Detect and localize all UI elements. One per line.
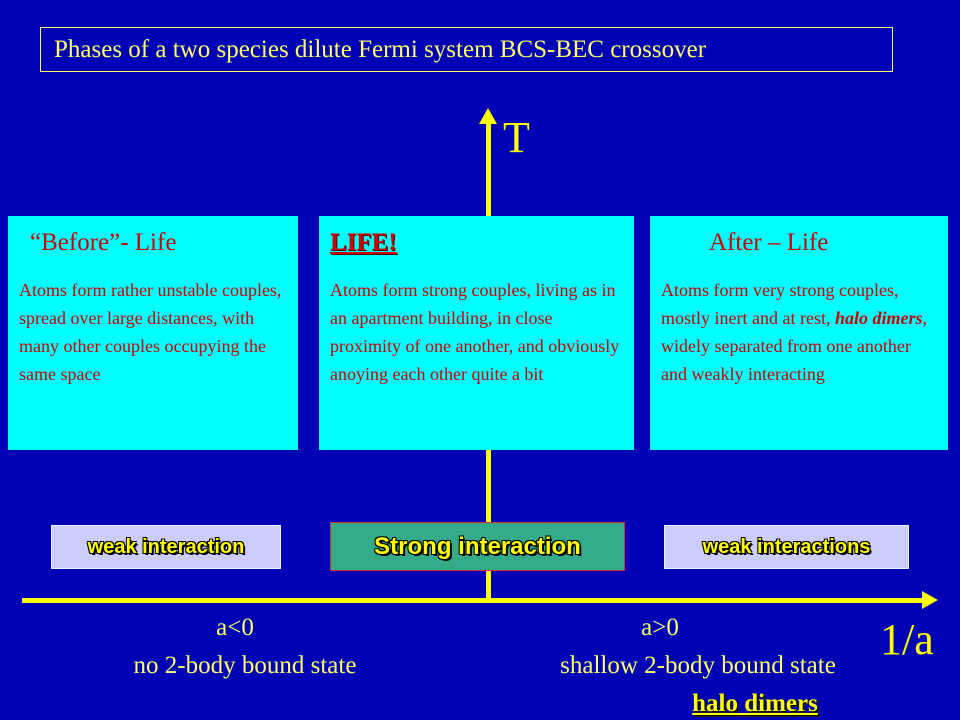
panel-body-text: Atoms form very strong couples, mostly i… [661,280,899,328]
slide-title: Phases of a two species dilute Fermi sys… [40,27,893,72]
panel-body: Atoms form strong couples, living as in … [330,280,620,384]
panel-heading: “Before”- Life [30,229,177,256]
weak-interactions-label: weak interactions [664,525,909,569]
strong-interaction-label: Strong interaction [330,522,625,571]
panel-after-life: After – Life Atoms form very strong coup… [650,216,948,450]
shallow-bound-state-label: shallow 2-body bound state [560,652,836,679]
panel-body: Atoms form very strong couples, mostly i… [661,276,940,388]
positive-a-label: a>0 [641,614,679,641]
halo-dimers-label: halo dimers [692,690,818,717]
no-bound-state-label: no 2-body bound state [133,652,357,679]
panel-body: Atoms form rather unstable couples, spre… [19,280,282,384]
panel-life: LIFE! Atoms form strong couples, living … [319,216,634,450]
panel-heading: After – Life [709,229,829,256]
arrow-right-icon [922,591,938,609]
y-axis-label: T [503,113,530,162]
panel-before-life: “Before”- Life Atoms form rather unstabl… [8,216,298,450]
x-axis-label: 1/a [880,615,934,664]
weak-interaction-label: weak interaction [51,525,281,569]
panel-heading: LIFE! [330,229,397,256]
inverse-scattering-length-axis [22,598,926,603]
panel-body-emphasis: halo dimers [834,308,923,328]
negative-a-label: a<0 [216,614,254,641]
arrow-up-icon [479,108,497,124]
panel-body-text: , widely separated from one another and … [661,308,927,384]
